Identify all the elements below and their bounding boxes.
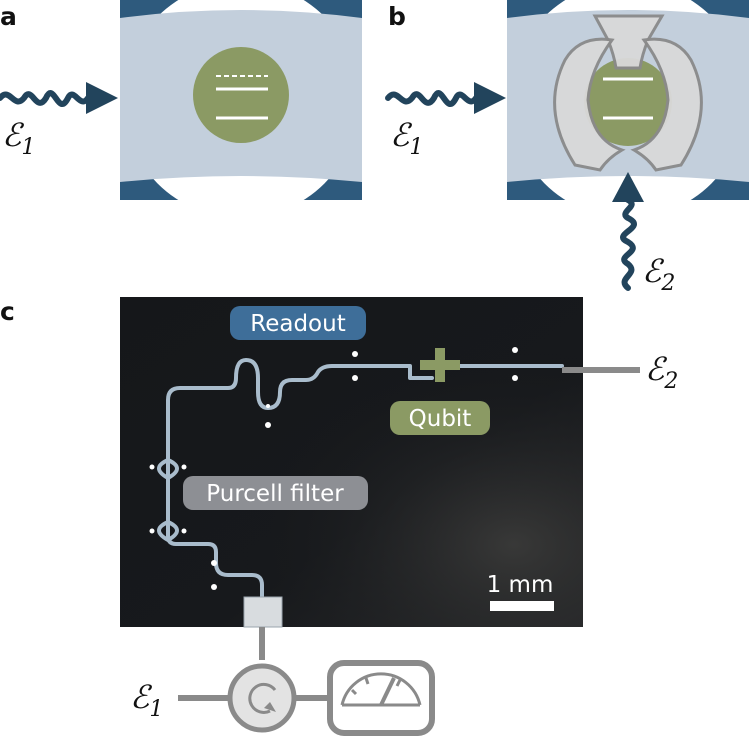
drive-label-b2: ℰ2 [642,252,675,296]
wirebond-dots [149,347,518,590]
chip-photo [120,297,583,627]
panel-c: c [0,297,678,736]
circuit-traces [157,358,564,612]
svg-text:Purcell filter: Purcell filter [206,481,344,507]
panel-b: b ℰ1 ℰ [385,0,749,296]
qubit-tag: Qubit [390,401,490,435]
drive-label-b1: ℰ1 [390,116,423,160]
meter-icon [327,660,435,736]
antenna-structure [553,14,703,172]
wavy-arrow-icon [385,82,506,114]
wavy-arrow-icon [0,82,118,114]
qubit-atom-b [584,58,672,146]
qubit-cross [420,348,460,382]
wavy-arrow-icon [612,172,644,291]
drive-label-c1: ℰ1 [130,678,163,722]
svg-text:Qubit: Qubit [409,406,472,432]
scale-bar-label: 1 mm [487,572,554,598]
drive-label-c2: ℰ2 [645,350,678,394]
panel-a: a ℰ1 [0,0,362,200]
circulator-icon [227,663,297,733]
panel-b-letter: b [388,2,406,31]
svg-text:Readout: Readout [250,311,345,337]
purcell-tag: Purcell filter [183,476,368,510]
scale-bar-icon: 1 mm [487,572,554,611]
bond-pad [243,596,283,628]
qubit-atom-a [193,47,289,143]
panel-c-letter: c [0,297,15,326]
drive-label-a: ℰ1 [2,116,35,160]
panel-a-letter: a [0,2,17,31]
readout-tag: Readout [230,306,366,340]
